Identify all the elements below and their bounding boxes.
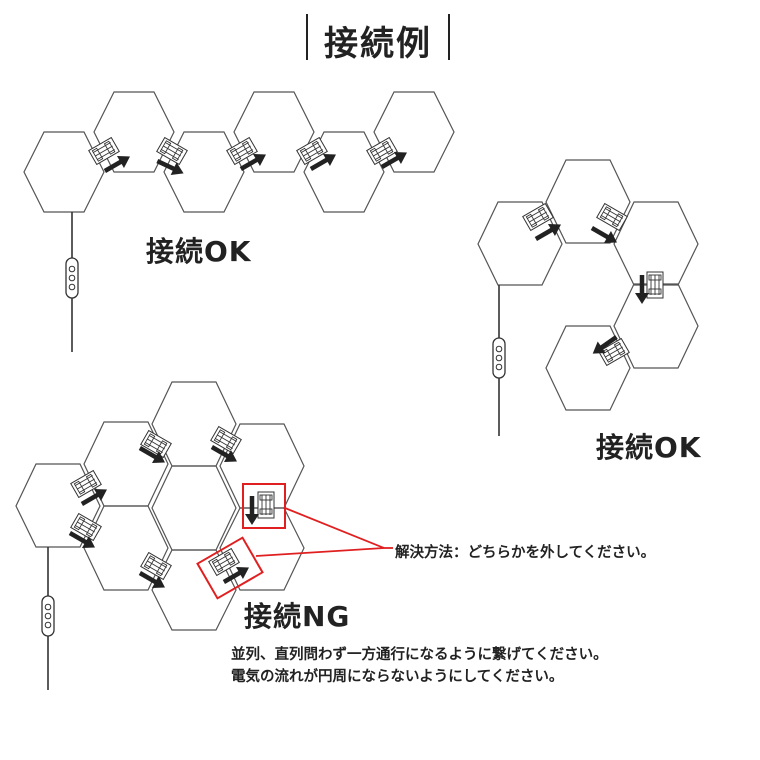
right-connectors <box>522 203 664 366</box>
hex-tile <box>93 91 175 173</box>
connector-icon <box>646 271 664 299</box>
top-hex-chain <box>23 91 455 213</box>
connector-icon <box>208 548 240 576</box>
top-connectors <box>88 137 411 180</box>
label-ok-top: 接続OK <box>146 235 252 268</box>
hex-tile <box>23 131 105 213</box>
hex-tile <box>545 325 631 411</box>
page-title: 接続例 <box>324 24 432 64</box>
warning-line-2: 電気の流れが円周にならないようにしてください。 <box>231 669 564 685</box>
title-frame: 接続例 <box>306 14 450 64</box>
hex-tile <box>15 463 101 548</box>
connector-icon <box>88 137 120 165</box>
arrow-down-icon <box>245 496 259 525</box>
label-ok-right: 接続OK <box>596 431 702 464</box>
pointer-line <box>255 547 385 557</box>
connector-icon <box>156 137 188 165</box>
hex-tile <box>373 91 455 173</box>
ng-highlight-box <box>196 536 264 600</box>
hex-tile <box>83 505 169 591</box>
controller-icon <box>492 337 506 379</box>
hex-tile <box>151 549 237 631</box>
hex-tile <box>233 91 315 173</box>
warning-line-1: 並列、直列問わず一方通行になるように繋げてください。 <box>231 647 608 663</box>
hex-tile <box>477 201 563 286</box>
controller-icon <box>65 257 79 299</box>
hex-tile <box>151 465 237 551</box>
pointer-line <box>284 507 385 549</box>
ng-highlight-box <box>242 483 286 529</box>
hex-tile <box>303 131 385 213</box>
right-hex-group <box>477 159 699 411</box>
hex-tile <box>163 131 245 213</box>
hex-tile <box>613 283 699 369</box>
controller-icon <box>41 595 55 637</box>
label-ng: 接続NG <box>244 600 351 633</box>
fix-note: 解決方法：どちらかを外してください。 <box>395 545 656 561</box>
connector-icon <box>257 491 275 519</box>
hex-tile <box>545 159 631 244</box>
